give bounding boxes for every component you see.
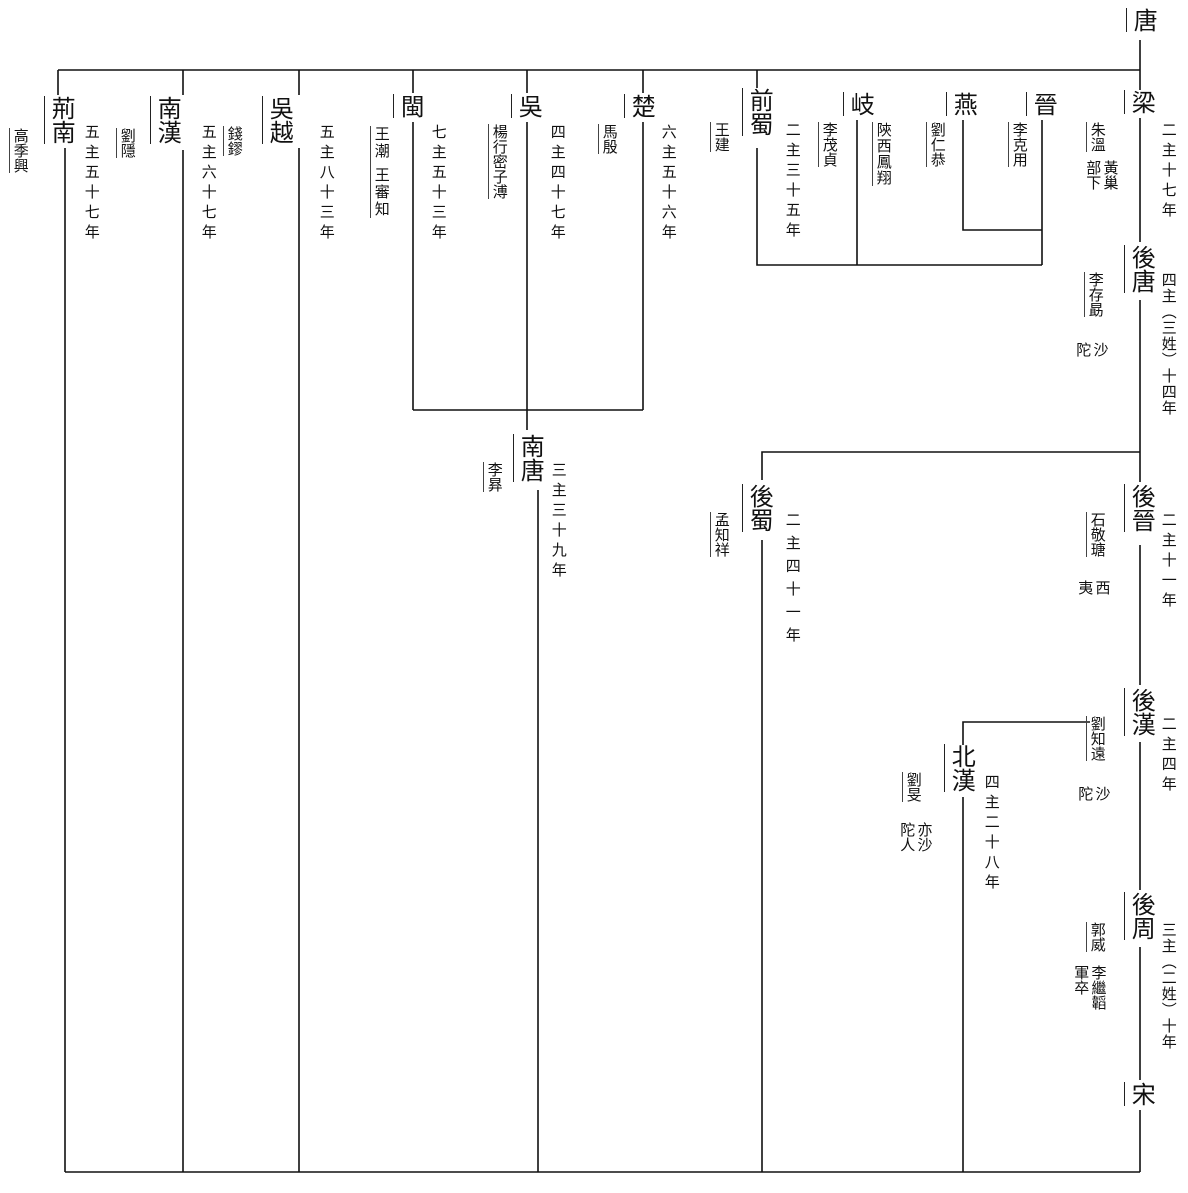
dynasty-song: 宋 bbox=[1124, 1082, 1155, 1106]
founder: 馬殷 bbox=[598, 124, 619, 154]
founder: 李茂貞 bbox=[818, 122, 839, 167]
founder: 石敬瑭 bbox=[1086, 512, 1107, 557]
duration: 二主三十五年 bbox=[783, 122, 802, 242]
note: 西夷 bbox=[1076, 580, 1112, 595]
kingdom-min: 閩 bbox=[393, 94, 424, 118]
duration: 二主四年 bbox=[1159, 716, 1178, 796]
kingdom-later-shu: 後蜀 bbox=[742, 484, 773, 532]
top-branch-line bbox=[57, 69, 1140, 95]
founder: 劉旻 bbox=[902, 772, 923, 802]
dynasty-later-jin: 後晉 bbox=[1124, 484, 1155, 532]
kingdom-lines bbox=[64, 122, 644, 1172]
founder: 王潮 王審知 bbox=[370, 126, 391, 218]
founder: 劉隱 bbox=[116, 128, 137, 158]
founder: 楊行密子溥 bbox=[488, 124, 509, 199]
founder: 郭威 bbox=[1086, 922, 1107, 952]
duration: 七主五十三年 bbox=[429, 124, 448, 244]
kingdom-northern-han: 北漢 bbox=[944, 744, 975, 792]
founder: 李克用 bbox=[1008, 122, 1029, 167]
note: 沙陀 bbox=[1076, 786, 1112, 801]
kingdom-southern-han: 南漢 bbox=[150, 96, 181, 144]
kingdom-qi: 岐 bbox=[843, 92, 874, 116]
duration: 二主十七年 bbox=[1159, 122, 1178, 222]
note: 李繼韜軍卒 bbox=[1072, 965, 1108, 1010]
duration: 三主三十九年 bbox=[549, 462, 568, 582]
duration: 六主五十六年 bbox=[659, 124, 678, 244]
duration: 三主（二姓）十年 bbox=[1159, 922, 1178, 1050]
kingdom-southern-tang: 南唐 bbox=[513, 434, 544, 482]
title-tang: 唐 bbox=[1126, 8, 1157, 32]
duration: 四主二十八年 bbox=[982, 774, 1001, 894]
kingdom-former-shu: 前蜀 bbox=[742, 88, 773, 136]
founder: 朱溫 bbox=[1086, 122, 1107, 152]
founder: 孟知祥 bbox=[710, 512, 731, 557]
later-shu-line bbox=[761, 451, 1140, 1172]
duration: 五主五十七年 bbox=[82, 124, 101, 244]
kingdom-chu: 楚 bbox=[624, 94, 655, 118]
shu-qi-yan-jin-lines bbox=[756, 120, 1043, 266]
kingdom-jingnan: 荊南 bbox=[44, 96, 75, 144]
duration: 二主四十一年 bbox=[783, 512, 802, 650]
kingdom-wu: 吳 bbox=[511, 94, 542, 118]
dynasty-later-tang: 後唐 bbox=[1124, 245, 1155, 293]
founder: 劉知遠 bbox=[1086, 716, 1107, 761]
duration: 二主十一年 bbox=[1159, 512, 1178, 612]
note: 亦沙陀人 bbox=[898, 822, 934, 852]
founder: 高季興 bbox=[9, 128, 30, 173]
founder: 錢鏐 bbox=[223, 126, 244, 156]
dynasty-later-han: 後漢 bbox=[1124, 688, 1155, 736]
dynasty-later-zhou: 後周 bbox=[1124, 892, 1155, 940]
founder: 王建 bbox=[710, 122, 731, 152]
region: 陝西鳳翔 bbox=[872, 122, 893, 186]
founder: 劉仁恭 bbox=[926, 122, 947, 167]
dynasty-liang: 梁 bbox=[1124, 90, 1155, 114]
kingdom-jin: 晉 bbox=[1026, 92, 1057, 116]
duration: 五主六十七年 bbox=[199, 124, 218, 244]
founder: 李昪 bbox=[483, 462, 504, 492]
northern-han-line bbox=[962, 721, 1090, 1172]
kingdom-yan: 燕 bbox=[946, 92, 977, 116]
duration: 四主（三姓）十四年 bbox=[1159, 272, 1178, 416]
note: 沙陀 bbox=[1074, 342, 1110, 357]
duration: 四主四十七年 bbox=[548, 124, 567, 244]
duration: 五主八十三年 bbox=[317, 124, 336, 244]
note: 黃巢部下 bbox=[1084, 160, 1120, 190]
kingdom-wuyue: 吳越 bbox=[262, 96, 293, 144]
founder: 李存勗 bbox=[1084, 272, 1105, 317]
